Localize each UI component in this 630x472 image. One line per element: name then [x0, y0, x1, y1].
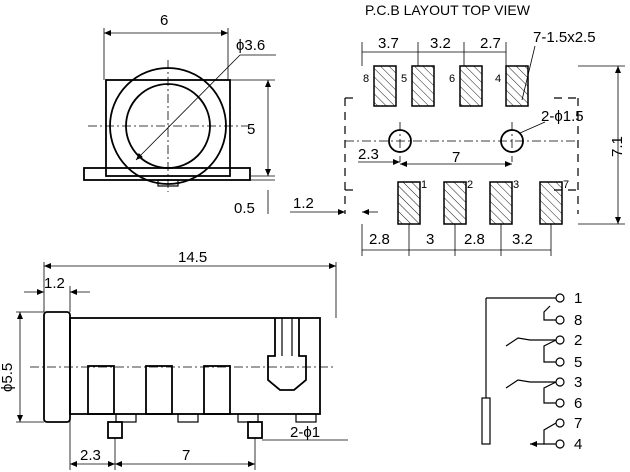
- sch-label-6: 6: [574, 395, 582, 412]
- pcb-pad-2: [443, 181, 467, 225]
- sch-label-7: 7: [574, 415, 582, 432]
- side-peg-spec: 2-ϕ1: [290, 424, 320, 441]
- pcb-top-spacing-1: 3.7: [378, 35, 399, 52]
- top-height-label: 5: [247, 121, 255, 138]
- pcb-pin-6: 6: [449, 73, 455, 85]
- pcb-pin-1: 1: [421, 179, 427, 191]
- side-peg-4: [295, 413, 317, 423]
- pcb-pin-7: 7: [563, 179, 569, 191]
- pcb-pad-6: [459, 65, 483, 107]
- sch-pin-7: [555, 418, 565, 428]
- pcb-pin-5: 5: [401, 73, 407, 85]
- pcb-pad-4: [505, 65, 529, 107]
- sch-pin-3: [555, 377, 565, 387]
- pcb-bottom-spacing-4: 3.2: [512, 231, 533, 248]
- pcb-bottom-spacing-2: 3: [426, 231, 434, 248]
- side-peg-offset: 2.3: [80, 447, 101, 464]
- side-peg-3: [237, 413, 259, 423]
- side-contact-1: [87, 365, 115, 415]
- top-diameter-label: ϕ3.6: [236, 37, 265, 54]
- sch-label-2: 2: [574, 332, 582, 349]
- side-contact-2: [145, 365, 173, 415]
- pcb-title: P.C.B LAYOUT TOP VIEW: [365, 2, 531, 18]
- side-spring-contact: [267, 318, 307, 391]
- sch-pin-6: [555, 398, 565, 408]
- top-width-label: 6: [160, 12, 168, 29]
- schematic: 1 8 2 5 3 6 7 4: [481, 290, 582, 453]
- sch-label-5: 5: [574, 354, 582, 371]
- sch-pin-2: [555, 335, 565, 345]
- sch-label-8: 8: [574, 312, 582, 329]
- sch-pin-4: [555, 439, 565, 449]
- sch-pin-1: [555, 293, 565, 303]
- side-peg-spacing: 7: [182, 447, 190, 464]
- pcb-pad-5: [411, 65, 435, 107]
- sch-pin-8: [555, 315, 565, 325]
- side-locating-peg-left: [107, 421, 123, 439]
- sch-pin-5: [555, 357, 565, 367]
- pcb-pad-8: [373, 65, 397, 107]
- pcb-pad-7: [539, 181, 563, 225]
- pcb-pad-1: [397, 181, 421, 225]
- pcb-bottom-spacing-3: 2.8: [464, 231, 485, 248]
- top-view: 6 ϕ3.6 5 0.5: [83, 12, 276, 217]
- pcb-pin-3: 3: [513, 179, 519, 191]
- pcb-pin-2: 2: [467, 179, 473, 191]
- hole-spec-label: 2-ϕ1.5: [541, 108, 584, 125]
- pcb-hole-spacing: 7: [452, 149, 460, 166]
- side-contact-3: [203, 365, 231, 415]
- side-view: 14.5 1.2 ϕ5.5 2.: [0, 249, 348, 470]
- pcb-pin-4: 4: [495, 73, 501, 85]
- jack-base-plate: [83, 167, 251, 181]
- side-peg-1: [115, 413, 137, 423]
- pcb-pin-8: 8: [363, 73, 369, 85]
- side-locating-peg-right: [247, 421, 263, 439]
- top-base-label: 0.5: [234, 200, 255, 217]
- schematic-plug-tip: [481, 397, 491, 445]
- pcb-layout: P.C.B LAYOUT TOP VIEW 3.7 3.2 2.7 7-1.5x…: [290, 2, 626, 256]
- pcb-top-spacing-3: 2.7: [480, 35, 501, 52]
- sch-label-4: 4: [574, 436, 582, 453]
- side-diameter-label: ϕ5.5: [0, 363, 16, 392]
- pad-spec-label: 7-1.5x2.5: [533, 29, 596, 46]
- side-flange-label: 1.2: [44, 275, 65, 292]
- pcb-pad-3: [489, 181, 513, 225]
- pcb-left-offset: 1.2: [293, 195, 314, 212]
- pcb-total-height: 7.1: [609, 136, 626, 157]
- sch-label-1: 1: [574, 290, 582, 307]
- pcb-top-spacing-2: 3.2: [430, 35, 451, 52]
- pcb-hole-offset: 2.3: [358, 146, 379, 163]
- sch-label-3: 3: [574, 374, 582, 391]
- pcb-bottom-spacing-1: 2.8: [369, 231, 390, 248]
- side-length-label: 14.5: [178, 249, 207, 266]
- side-peg-2: [177, 413, 199, 423]
